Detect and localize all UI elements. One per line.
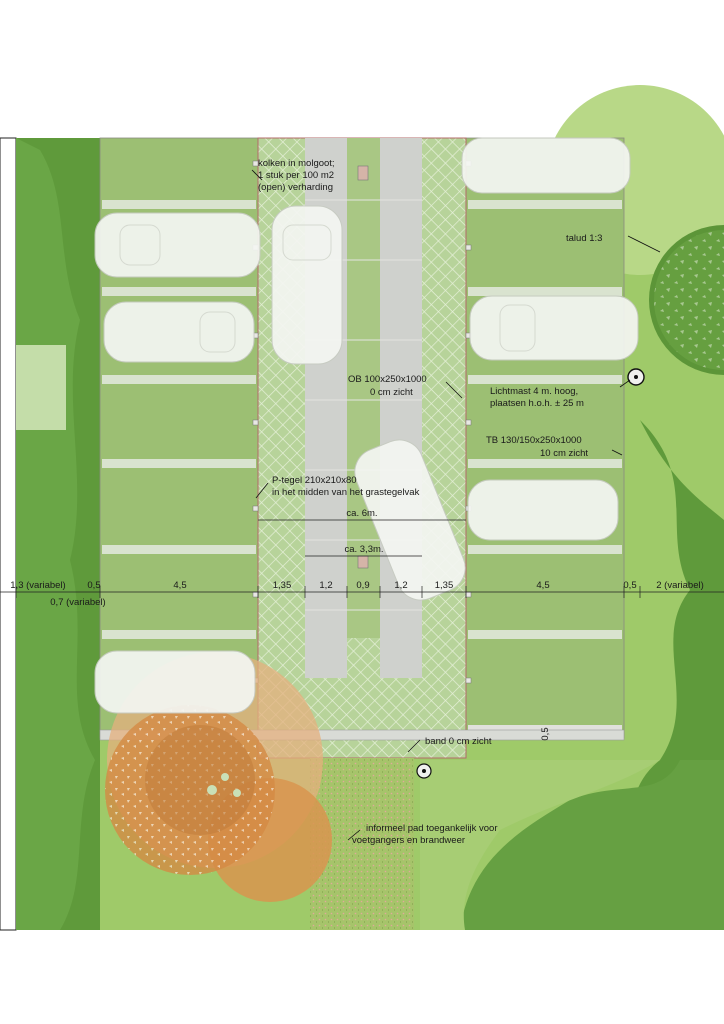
dim-1-35-right: 1,35: [435, 580, 454, 591]
leader-lines: [251, 169, 661, 841]
note-ptegel-2: in het midden van het grastegelvak: [272, 487, 420, 498]
orange-tree: [105, 652, 332, 902]
drain-gully-bottom: [357, 555, 369, 569]
dim-1-35-left: 1,35: [273, 580, 292, 591]
dim-1-3-variabel: 1,3 (variabel): [10, 580, 65, 591]
light-mast-right: [627, 368, 645, 386]
note-ob-1: OB 100x250x1000: [348, 374, 427, 385]
car-left-2: [103, 301, 255, 363]
left-frame-line: [0, 137, 17, 931]
note-talud: talud 1:3: [566, 233, 602, 244]
bottom-right-grass: [420, 760, 660, 930]
note-kolken-1: kolken in molgoot;: [258, 158, 335, 169]
note-ca-3-3m: ca. 3,3m.: [344, 544, 383, 555]
car-center-1: [271, 205, 343, 365]
note-kolken-2: 1 stuk per 100 m2: [258, 170, 334, 181]
note-pad-2: voetgangers en brandweer: [352, 835, 465, 846]
note-pad-1: informeel pad toegankelijk voor: [366, 823, 498, 834]
left-pale-patch: [16, 345, 66, 430]
dim-0-7-variabel: 0,7 (variabel): [50, 597, 105, 608]
car-left-3: [94, 650, 256, 714]
gutter-strip: [347, 138, 380, 638]
car-left-1: [94, 212, 261, 278]
car-right-1: [461, 137, 631, 194]
car-right-3: [467, 479, 619, 541]
note-licht-2: plaatsen h.o.h. ± 25 m: [490, 398, 584, 409]
end-band: [99, 729, 625, 741]
right-parking-row: [465, 137, 625, 739]
note-band: band 0 cm zicht: [425, 736, 492, 747]
note-tb-2: 10 cm zicht: [540, 448, 588, 459]
dimension-labels: 1,3 (variabel) 0,5 4,5 1,35 1,2 0,9 1,2 …: [10, 580, 703, 741]
dim-0-9: 0,9: [356, 580, 369, 591]
left-shrub-edge: [16, 138, 95, 930]
annotations: kolken in molgoot; 1 stuk per 100 m2 (op…: [258, 158, 602, 846]
bottom-shrub: [460, 760, 724, 930]
dim-1-2-left: 1,2: [319, 580, 332, 591]
light-mast-bottom: [416, 763, 432, 779]
car-right-2: [469, 295, 639, 361]
note-licht-1: Lichtmast 4 m. hoog,: [490, 386, 578, 397]
dimension-lines: [0, 519, 724, 598]
note-ob-2: 0 cm zicht: [370, 387, 413, 398]
drain-gully-top: [357, 165, 369, 181]
note-kolken-3: (open) verharding: [258, 182, 333, 193]
note-ptegel-1: P-tegel 210x210x80: [272, 475, 357, 486]
dim-4-5-right: 4,5: [536, 580, 549, 591]
dim-1-2-right: 1,2: [394, 580, 407, 591]
note-ca-6m: ca. 6m.: [346, 508, 377, 519]
dim-2-variabel: 2 (variabel): [656, 580, 704, 591]
dim-0-5-right: 0,5: [623, 580, 636, 591]
car-windows: [119, 224, 536, 353]
dim-0-5-left: 0,5: [87, 580, 100, 591]
note-tb-1: TB 130/150x250x1000: [486, 435, 582, 446]
right-tree-leaves: [654, 230, 724, 370]
dim-4-5-left: 4,5: [173, 580, 186, 591]
dim-0-5-bottom: 0,5: [540, 727, 551, 740]
